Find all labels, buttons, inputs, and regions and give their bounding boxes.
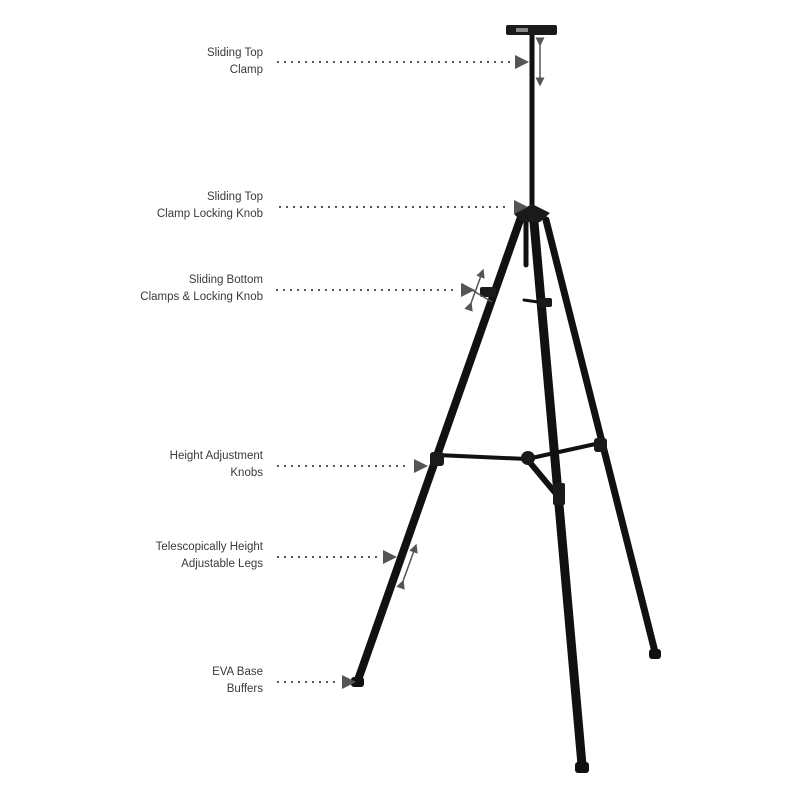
double-arrow-bottom-clamp-cross [461,283,493,303]
callout-line: Sliding Top [206,191,263,203]
callout-line: Sliding Top [206,47,263,59]
foot-left [351,677,364,687]
right-leg [542,216,659,656]
callout-line: Clamp [229,64,263,76]
pointer-height-knobs [277,459,428,473]
callout-line: Telescopically Height [155,541,263,553]
double-arrow-legs [396,543,418,590]
pointer-top-knob [279,200,528,214]
crossbar-brace [524,456,560,498]
head-plate [514,204,550,222]
double-arrow-bottom-clamp [464,268,485,312]
leg-joint-front [553,483,565,505]
pointer-top-clamp [277,55,529,69]
top-clamp [506,25,557,35]
pointer-bottom-clamps [276,283,475,297]
crossbar-right [525,441,602,461]
pointer-legs [277,550,397,564]
top-clamp-label-plate [516,28,528,32]
easel [354,31,659,770]
crossbar-left [435,453,529,461]
center-hub [521,451,535,465]
foot-front [575,762,589,773]
callout-line: Knobs [230,467,263,479]
foot-right [649,649,661,659]
callout-line: Height Adjustment [169,450,263,462]
callout-line: Clamps & Locking Knob [140,291,263,303]
height-knob-right [594,438,607,452]
callout-line: EVA Base [212,666,263,678]
callout-line: Sliding Bottom [188,274,263,286]
bottom-clamp-front [538,298,552,307]
callout-line: Buffers [226,683,263,695]
height-knob-left [430,452,444,466]
callout-line: Clamp Locking Knob [156,208,263,220]
pointer-buffers [277,675,356,689]
callout-line: Adjustable Legs [181,558,263,570]
